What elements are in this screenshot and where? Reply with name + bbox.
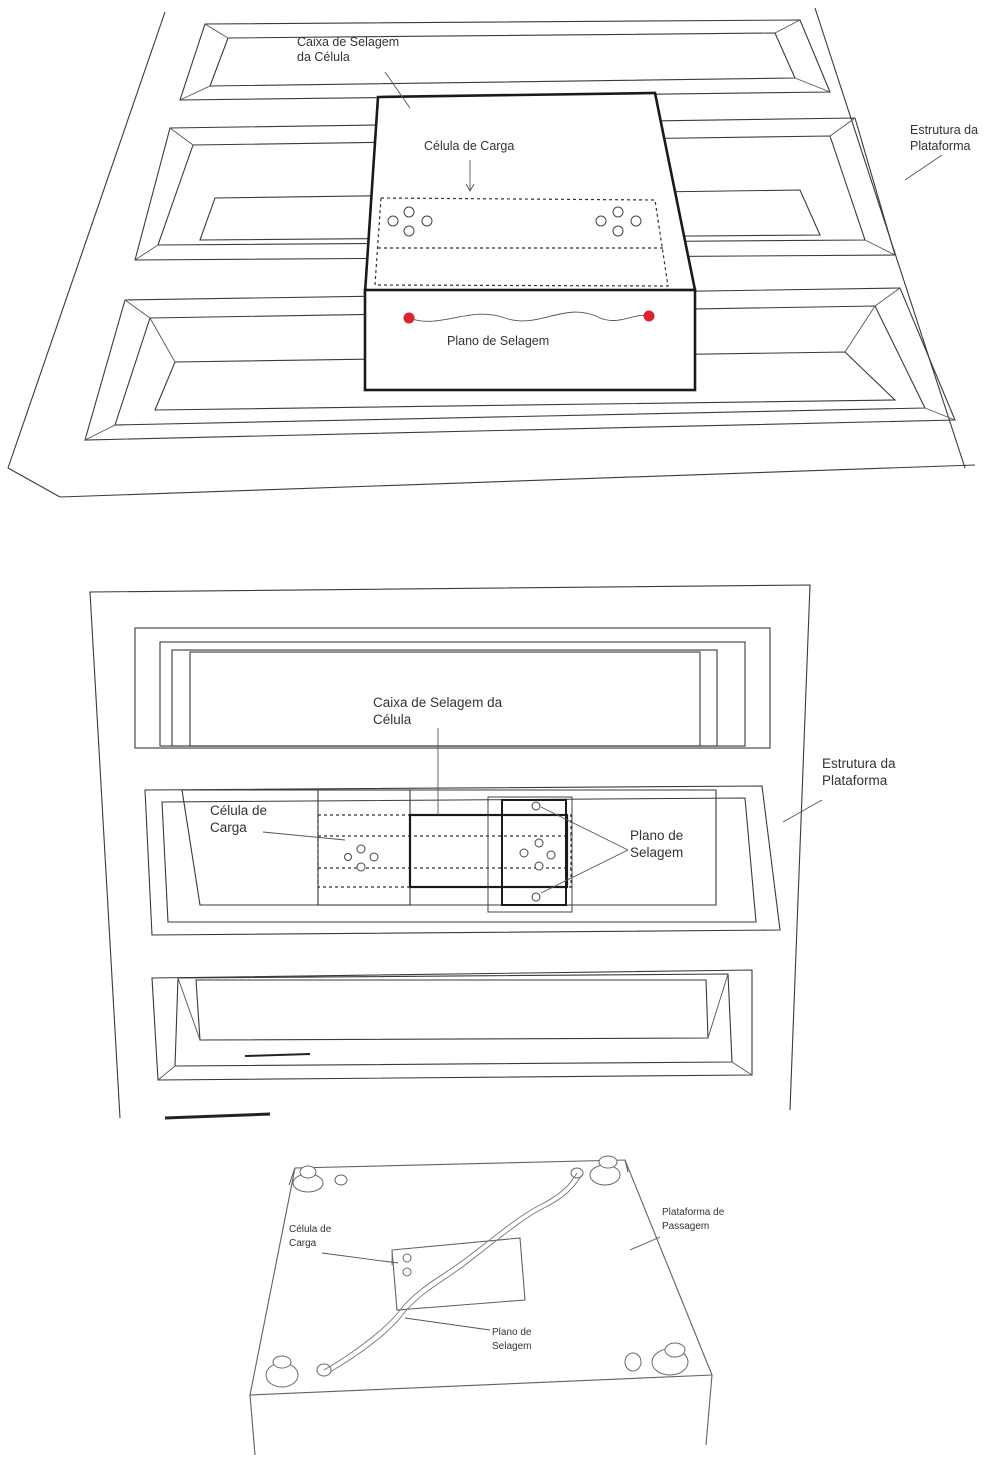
top-platform-label-line2: Plataforma bbox=[910, 139, 970, 153]
middle-seal-box bbox=[408, 796, 573, 913]
bottom-load-cell-label-line2: Carga bbox=[289, 1238, 317, 1249]
bottom-seal-plane-label-line2: Selagem bbox=[492, 1341, 531, 1352]
bottom-platform-leader bbox=[629, 1236, 661, 1251]
middle-platform-label-line2: Plataforma bbox=[822, 773, 888, 788]
bottom-seal-plane-label-line1: Plano de bbox=[492, 1327, 532, 1338]
middle-load-cell-label-line1: Célula de bbox=[210, 803, 267, 818]
bottom-platform bbox=[249, 1155, 713, 1456]
middle-figure: Caixa de Selagem da Célula Célula de Car… bbox=[89, 584, 896, 1120]
seal-point-right bbox=[643, 310, 655, 322]
top-platform-label-line1: Estrutura da bbox=[910, 123, 978, 137]
middle-load-cell-leader bbox=[262, 831, 346, 841]
bottom-seal-plane-leader bbox=[404, 1317, 491, 1331]
middle-platform-frame bbox=[89, 584, 811, 1120]
bottom-platform-label-line2: Passagem bbox=[662, 1221, 709, 1232]
middle-seal-box-label-line1: Caixa de Selagem da bbox=[373, 695, 503, 710]
bottom-load-cell-leader bbox=[321, 1252, 399, 1264]
top-seal-box-label-line2: da Célula bbox=[297, 50, 350, 64]
middle-seal-plane-leader-bottom bbox=[540, 849, 629, 894]
bottom-figure: Célula de Carga Plataforma de Passagem P… bbox=[249, 1155, 725, 1456]
top-load-cell bbox=[374, 197, 669, 287]
middle-load-cell-label-line2: Carga bbox=[210, 820, 247, 835]
seal-point-left bbox=[403, 312, 415, 324]
top-seal-box-leader bbox=[384, 71, 411, 109]
top-seal-plane-label: Plano de Selagem bbox=[447, 334, 549, 348]
middle-seal-plane-leader-top bbox=[540, 806, 629, 851]
middle-platform-leader bbox=[782, 799, 823, 823]
top-load-cell-arrow bbox=[465, 183, 475, 192]
top-load-cell-label: Célula de Carga bbox=[424, 139, 514, 153]
middle-seal-plane-label-line2: Selagem bbox=[630, 845, 683, 860]
bottom-load-cell-label-line1: Célula de bbox=[289, 1224, 332, 1235]
top-seal-box-label-line1: Caixa de Selagem bbox=[297, 35, 399, 49]
middle-seal-box-label-line2: Célula bbox=[373, 712, 412, 727]
top-platform-leader bbox=[904, 154, 943, 181]
middle-seal-plane-label-line1: Plano de bbox=[630, 828, 683, 843]
top-figure: Caixa de Selagem da Célula Célula de Car… bbox=[7, 7, 978, 498]
top-seal-wire bbox=[403, 310, 655, 324]
middle-platform-label-line1: Estrutura da bbox=[822, 756, 896, 771]
bottom-platform-label-line1: Plataforma de bbox=[662, 1207, 725, 1218]
top-seal-box bbox=[363, 91, 697, 392]
